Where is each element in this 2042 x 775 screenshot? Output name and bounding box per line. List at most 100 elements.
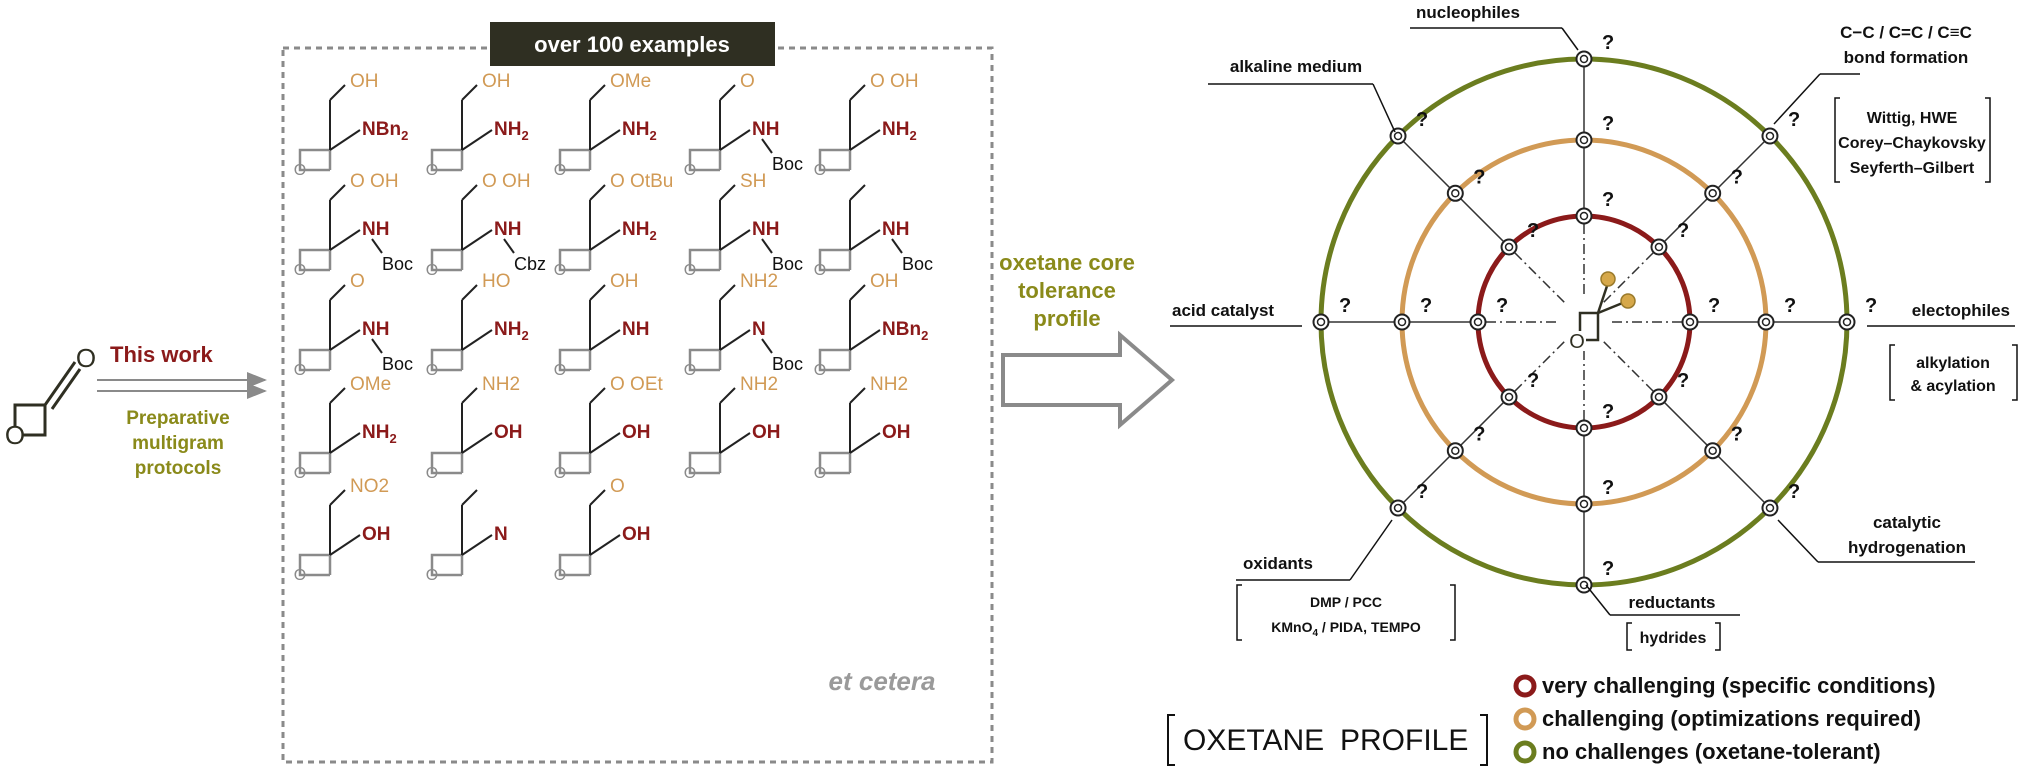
question-mark: ?: [1602, 477, 1614, 499]
compound-ring-oxygen: O: [554, 362, 566, 379]
label-nucleophiles: nucleophiles: [1416, 3, 1520, 22]
compound-mid-group: OH: [752, 422, 781, 443]
examples-box: [281, 46, 994, 764]
oxetanone-ring-oxygen: O: [5, 420, 25, 450]
compound-low-group: Cbz: [514, 254, 546, 274]
question-mark: ?: [1602, 558, 1614, 580]
oxetanone-structure: O O: [5, 343, 96, 450]
compound-ring-oxygen: O: [814, 465, 826, 482]
compound-ring-oxygen: O: [554, 162, 566, 179]
compound-top-group: O OEt: [610, 374, 664, 395]
question-mark: ?: [1731, 166, 1743, 188]
center-oxetane: O: [1568, 271, 1636, 353]
question-mark: ?: [1416, 481, 1428, 503]
compound-ring-oxygen: O: [294, 465, 306, 482]
compound-ring-oxygen: O: [554, 567, 566, 584]
compound-low-group: Boc: [772, 154, 803, 174]
compound-23: O O OH: [554, 476, 651, 584]
compound-mid-group: N: [494, 524, 508, 545]
compound-mid-group: NH2: [362, 422, 397, 446]
compound-mid-group: NH: [362, 219, 389, 240]
question-mark: ?: [1731, 424, 1743, 446]
compound-top-group: NH2: [740, 271, 778, 292]
label-dmp-pcc: DMP / PCC: [1310, 594, 1382, 610]
compound-ring-oxygen: O: [684, 162, 696, 179]
label-hydrides: hydrides: [1640, 630, 1707, 647]
compound-low-group: Boc: [382, 354, 413, 374]
protocols-line-3: protocols: [135, 458, 222, 479]
question-mark: ?: [1865, 295, 1877, 317]
oxetanone-carbonyl-oxygen: O: [76, 343, 96, 373]
compound-ring-oxygen: O: [684, 262, 696, 279]
label-alkylation: alkylation: [1916, 355, 1990, 372]
spoke-inner: [1508, 246, 1565, 303]
legend-label-2: challenging (optimizations required): [1542, 706, 1921, 731]
compound-mid-group: OH: [362, 524, 391, 545]
compound-low-group: Boc: [772, 354, 803, 374]
legend-title-oxetane: OXETANE: [1183, 724, 1324, 757]
compound-top-group: OH: [482, 71, 511, 92]
label-catalytic: catalytic: [1873, 513, 1941, 532]
compound-mid-group: OH: [622, 524, 651, 545]
compound-ring-oxygen: O: [814, 162, 826, 179]
compound-top-group: OH: [610, 271, 639, 292]
center-oxygen: O: [1569, 331, 1585, 353]
compound-mid-group: NH2: [622, 119, 657, 143]
profile-arrow: [1001, 330, 1176, 430]
compound-top-group: SH: [740, 171, 766, 192]
compound-low-group: Boc: [772, 254, 803, 274]
compound-top-group: OH: [870, 271, 899, 292]
examples-title-bar: [490, 22, 775, 66]
compound-mid-group: NH: [752, 219, 779, 240]
compound-ring-oxygen: O: [294, 162, 306, 179]
compound-ring-oxygen: O: [814, 262, 826, 279]
compound-mid-group: NH2: [622, 219, 657, 243]
spoke-inner: [1508, 341, 1565, 398]
compound-mid-group: OH: [494, 422, 523, 443]
compound-ring-oxygen: O: [426, 567, 438, 584]
question-mark: ?: [1496, 295, 1508, 317]
compound-5: O O OH NH2: [814, 71, 919, 179]
label-acylation: & acylation: [1910, 378, 1995, 395]
compound-mid-group: NH2: [882, 119, 917, 143]
compound-top-group: O OH: [482, 171, 531, 192]
compound-mid-group: NH: [752, 119, 779, 140]
compound-top-group: O: [610, 476, 625, 497]
profile-nodes: ????????????????????????: [1312, 32, 1877, 594]
legend-marker-1: [1513, 674, 1537, 698]
label-oxidants: oxidants: [1243, 554, 1313, 573]
label-hydrogenation: hydrogenation: [1848, 538, 1966, 557]
et-cetera-label: et cetera: [829, 666, 936, 696]
question-mark: ?: [1473, 424, 1485, 446]
compound-top-group: OH: [350, 71, 379, 92]
question-mark: ?: [1473, 166, 1485, 188]
compound-top-group: O OH: [870, 71, 919, 92]
compound-ring-oxygen: O: [554, 465, 566, 482]
question-mark: ?: [1708, 295, 1720, 317]
this-work-label: This work: [110, 342, 213, 367]
compound-9: O SH NH Boc: [684, 171, 803, 279]
arrow-label-line-2: tolerance: [1018, 278, 1116, 303]
question-mark: ?: [1602, 113, 1614, 135]
label-electrophiles: electophiles: [1912, 301, 2010, 320]
compound-ring-oxygen: O: [684, 465, 696, 482]
compound-ring-oxygen: O: [294, 567, 306, 584]
compound-top-group: O OtBu: [610, 171, 673, 192]
examples-title: over 100 examples: [534, 32, 730, 57]
protocols-line-1: Preparative: [126, 408, 230, 429]
label-bond-formation-2: bond formation: [1844, 48, 1969, 67]
compound-mid-group: OH: [622, 422, 651, 443]
